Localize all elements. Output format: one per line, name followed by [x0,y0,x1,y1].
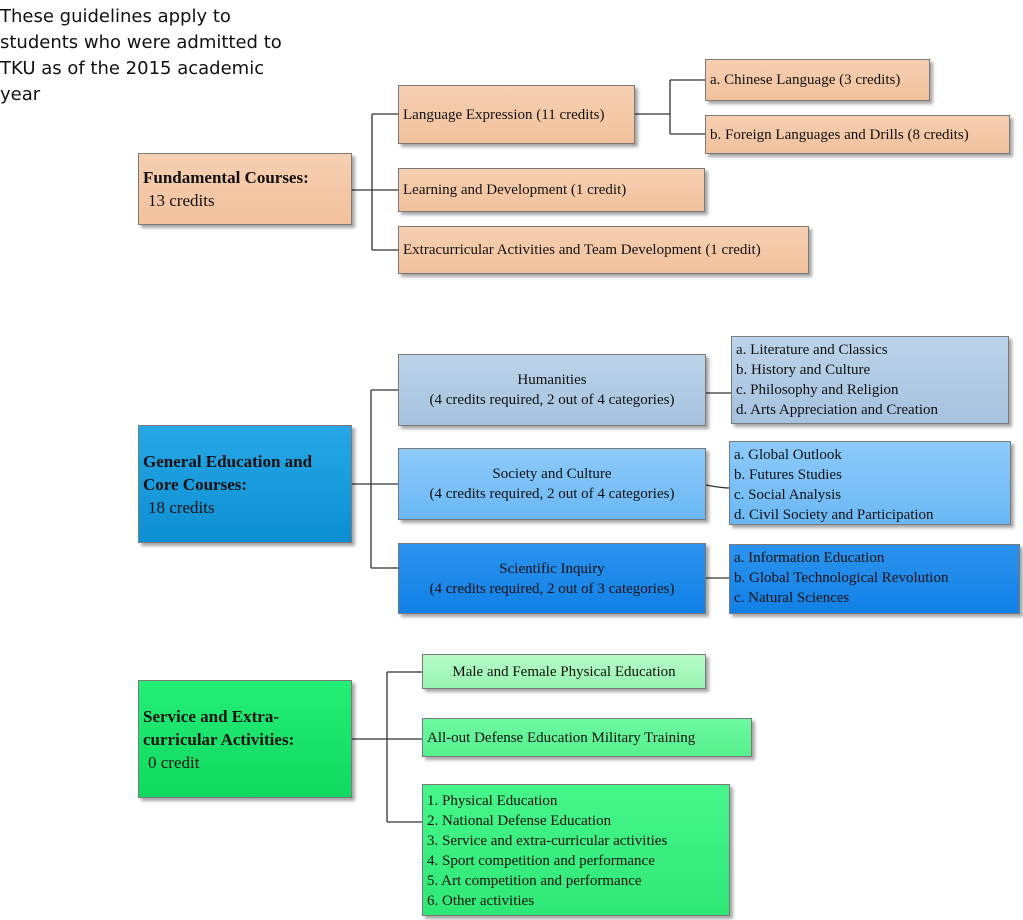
society-culture-requirement: (4 credits required, 2 out of 4 categori… [429,486,675,502]
language-expression-box: Language Expression (11 credits) [398,85,635,144]
fundamental-courses-box: Fundamental Courses: 13 credits [138,153,352,225]
scientific-inquiry-requirement: (4 credits required, 2 out of 3 categori… [429,580,675,597]
activity-options-box: 1. Physical Education 2. National Defens… [422,784,730,916]
humanities-name: Humanities [517,372,587,388]
fundamental-courses-credits: 13 credits [148,191,215,210]
guideline-note: These guidelines apply to students who w… [0,6,282,105]
society-culture-box: Society and Culture (4 credits required,… [398,448,706,520]
extracurricular-team-box: Extracurricular Activities and Team Deve… [398,226,809,274]
service-activities-credits: 0 credit [148,752,200,772]
list-item: d. Arts Appreciation and Creation [736,402,939,418]
list-item: 3. Service and extra-curricular activiti… [427,833,668,849]
list-item: c. Natural Sciences [734,590,850,606]
scientific-inquiry-box: Scientific Inquiry (4 credits required, … [398,543,706,614]
list-item: 1. Physical Education [427,793,558,809]
service-activities-box: Service and Extra- curricular Activities… [138,680,352,798]
list-item: 2. National Defense Education [427,813,612,829]
list-item: b. Futures Studies [734,467,842,483]
humanities-requirement: (4 credits required, 2 out of 4 categori… [429,392,675,408]
physical-education-box: Male and Female Physical Education [422,654,706,689]
service-activities-title-1: Service and Extra- [143,706,279,726]
list-item: a. Literature and Classics [736,342,888,358]
defense-education-box: All-out Defense Education Military Train… [422,718,752,757]
list-item: d. Civil Society and Participation [734,507,934,523]
foreign-languages-box: b. Foreign Languages and Drills (8 credi… [705,115,1010,154]
list-item: a. Information Education [734,550,885,566]
society-culture-categories-box: a. Global Outlook b. Futures Studies c. … [729,441,1011,525]
list-item: 5. Art competition and performance [427,873,642,889]
scientific-inquiry-name: Scientific Inquiry [499,560,605,577]
humanities-box: Humanities (4 credits required, 2 out of… [398,354,706,426]
chinese-language-box: a. Chinese Language (3 credits) [705,59,930,101]
humanities-categories-box: a. Literature and Classics b. History an… [731,336,1009,424]
society-culture-name: Society and Culture [492,466,612,482]
list-item: 6. Other activities [427,893,535,909]
list-item: b. History and Culture [736,362,871,378]
scientific-inquiry-categories-box: a. Information Education b. Global Techn… [729,544,1020,614]
list-item: 4. Sport competition and performance [427,853,655,869]
list-item: b. Global Technological Revolution [734,570,949,586]
list-item: c. Philosophy and Religion [736,382,899,398]
service-activities-title-2: curricular Activities: [143,729,295,749]
general-education-credits: 18 credits [148,497,215,517]
learning-development-box: Learning and Development (1 credit) [398,168,705,212]
general-education-box: General Education and Core Courses: 18 c… [138,425,352,543]
list-item: c. Social Analysis [734,487,842,503]
list-item: a. Global Outlook [734,447,842,463]
general-education-title-1: General Education and [143,451,313,471]
fundamental-courses-title: Fundamental Courses: [143,168,309,187]
general-education-title-2: Core Courses: [143,474,248,494]
